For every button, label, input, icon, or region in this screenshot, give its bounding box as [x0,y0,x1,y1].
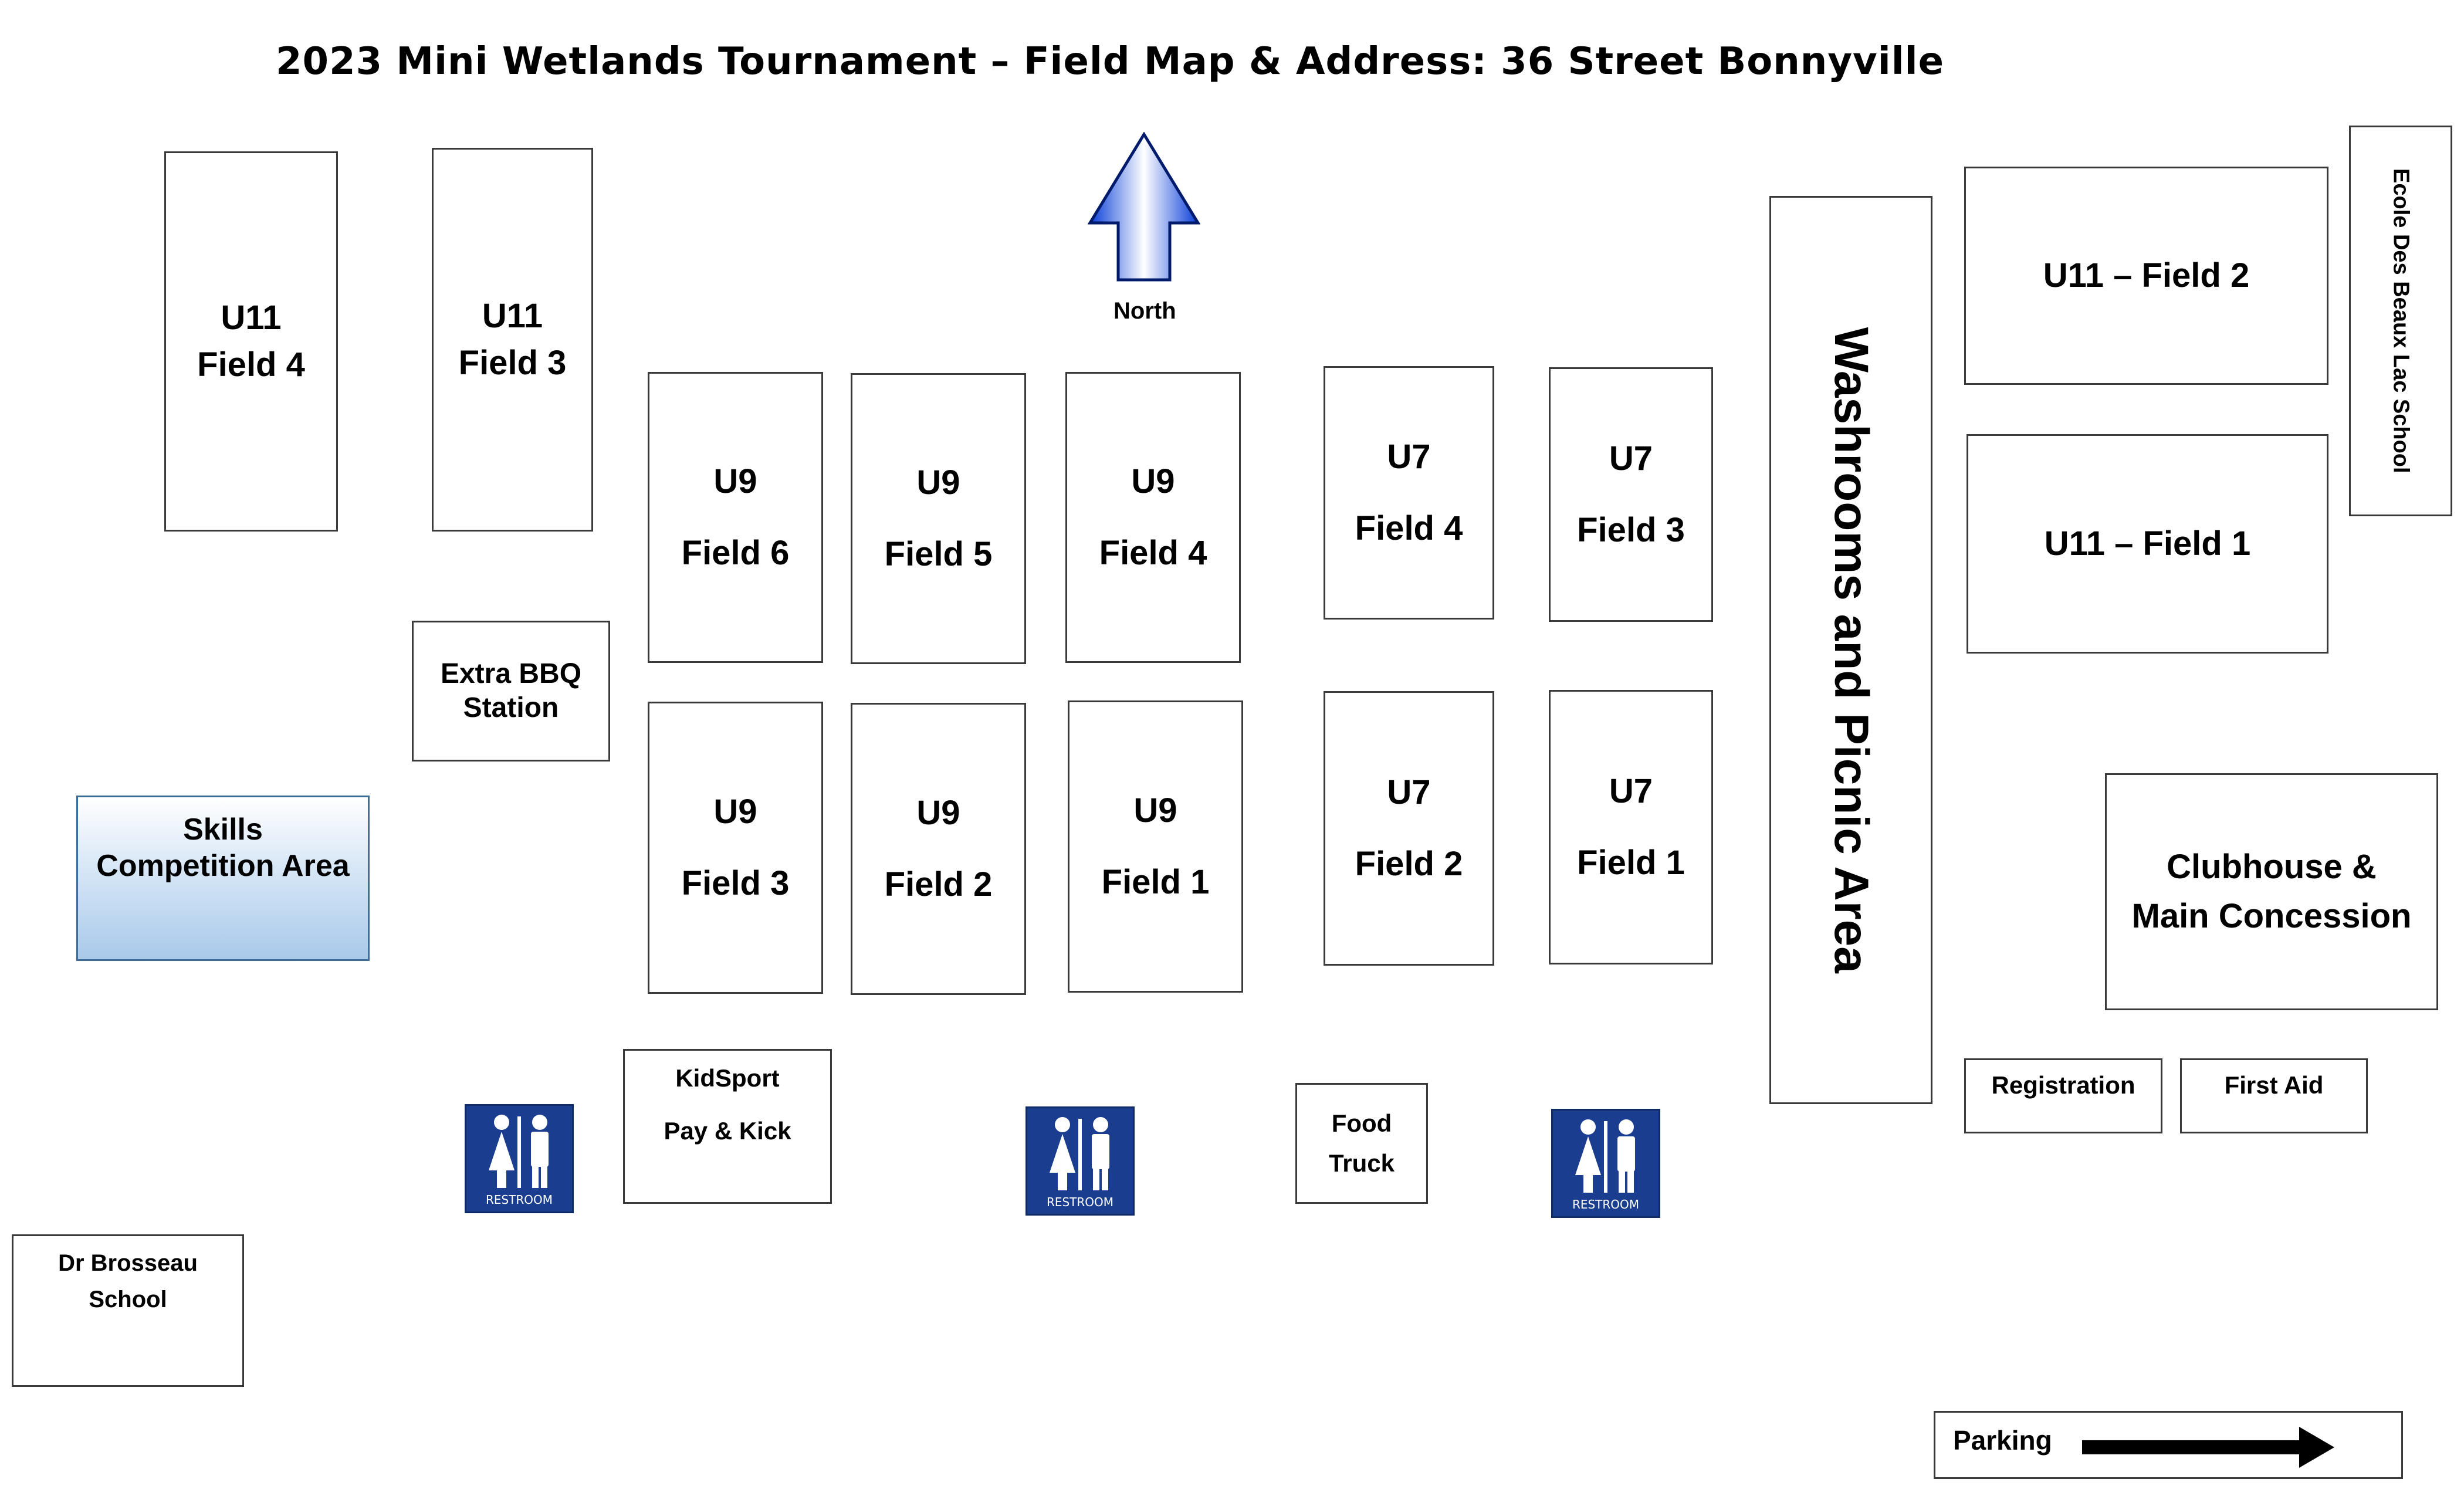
field-age-label: U9 [916,463,960,502]
u9-field-4: U9 Field 4 [1065,372,1241,663]
map-title: 2023 Mini Wetlands Tournament – Field Ma… [276,40,1944,83]
field-number-label: Field 3 [1577,511,1685,549]
u7-field-1: U7 Field 1 [1549,690,1713,964]
u11-field-3: U11 Field 3 [432,148,593,532]
field-number-label: Field 2 [1355,845,1463,883]
field-number-label: Field 4 [1355,509,1463,547]
field-age-label: U7 [1387,773,1431,812]
clubhouse-label-line2: Main Concession [2131,897,2412,935]
dr-brosseau-label-line1: Dr Brosseau [58,1250,198,1276]
kidsport-label-line1: KidSport [675,1064,780,1092]
field-number-label: Field 3 [458,344,567,382]
field-number-label: Field 4 [197,346,305,384]
skills-competition-area: Skills Competition Area [76,796,370,961]
arrow-right-icon [2082,1427,2334,1468]
restroom-label: RESTROOM [485,1193,553,1207]
washrooms-label: Washrooms and Picnic Area [1825,327,1879,973]
kidsport-label-line2: Pay & Kick [664,1117,791,1145]
restroom-icon: RESTROOM [1551,1109,1660,1218]
field-age-label: U9 [916,794,960,832]
north-arrow-icon [1088,132,1200,282]
field-number-label: Field 4 [1099,534,1207,572]
field-age-label: U11 [482,297,543,336]
restroom-label: RESTROOM [1572,1197,1640,1211]
u7-field-2: U7 Field 2 [1324,691,1494,966]
field-number-label: Field 2 [884,865,993,903]
u9-field-5: U9 Field 5 [851,373,1026,664]
parking-label: Parking [1953,1425,2052,1456]
field-age-label: U7 [1387,438,1431,476]
kidsport-pay-and-kick: KidSport Pay & Kick [623,1049,832,1204]
ecole-des-beaux-lac-school: Ecole Des Beaux Lac School [2349,126,2452,516]
bbq-label-line1: Extra BBQ [440,658,582,690]
dr-brosseau-school: Dr Brosseau School [12,1234,244,1387]
u9-field-1: U9 Field 1 [1068,700,1243,993]
field-number-label: Field 1 [1101,863,1210,901]
field-number-label: Field 1 [1577,844,1685,882]
registration-label: Registration [1991,1071,2135,1099]
field-label: U11 – Field 1 [2044,524,2251,563]
north-label: North [1113,298,1176,324]
extra-bbq-station: Extra BBQ Station [412,621,610,761]
skills-label-line1: Skills [183,813,263,847]
field-age-label: U7 [1609,439,1653,478]
u11-field-2: U11 – Field 2 [1964,167,2328,385]
field-number-label: Field 5 [884,535,993,573]
u7-field-4: U7 Field 4 [1324,366,1494,620]
dr-brosseau-label-line2: School [89,1287,167,1312]
registration: Registration [1964,1058,2162,1133]
field-age-label: U9 [1133,791,1177,830]
field-age-label: U7 [1609,772,1653,811]
restroom-icon: RESTROOM [465,1104,574,1213]
u11-field-1: U11 – Field 1 [1967,434,2328,654]
bbq-label-line2: Station [463,692,559,723]
food-truck-label-line1: Food [1331,1109,1392,1137]
u9-field-3: U9 Field 3 [648,702,823,994]
clubhouse-main-concession: Clubhouse & Main Concession [2105,773,2438,1010]
food-truck: Food Truck [1295,1083,1428,1204]
u9-field-6: U9 Field 6 [648,372,823,663]
field-age-label: U9 [713,462,757,501]
u11-field-4: U11 Field 4 [164,151,338,532]
first-aid-label: First Aid [2224,1071,2324,1099]
field-number-label: Field 6 [681,534,790,572]
field-label: U11 – Field 2 [2043,256,2250,295]
field-age-label: U11 [221,299,282,337]
field-number-label: Field 3 [681,864,790,902]
food-truck-label-line2: Truck [1328,1149,1395,1177]
field-age-label: U9 [1131,462,1175,501]
u9-field-2: U9 Field 2 [851,703,1026,995]
washrooms-picnic-area: Washrooms and Picnic Area [1769,196,1932,1104]
field-age-label: U9 [713,793,757,831]
parking-sign: Parking [1934,1411,2403,1479]
u7-field-3: U7 Field 3 [1549,367,1713,622]
clubhouse-label-line1: Clubhouse & [2167,848,2377,886]
ecole-label: Ecole Des Beaux Lac School [2388,168,2414,473]
first-aid: First Aid [2180,1058,2368,1133]
restroom-label: RESTROOM [1046,1195,1114,1209]
skills-label-line2: Competition Area [96,849,350,884]
restroom-icon: RESTROOM [1025,1106,1135,1216]
